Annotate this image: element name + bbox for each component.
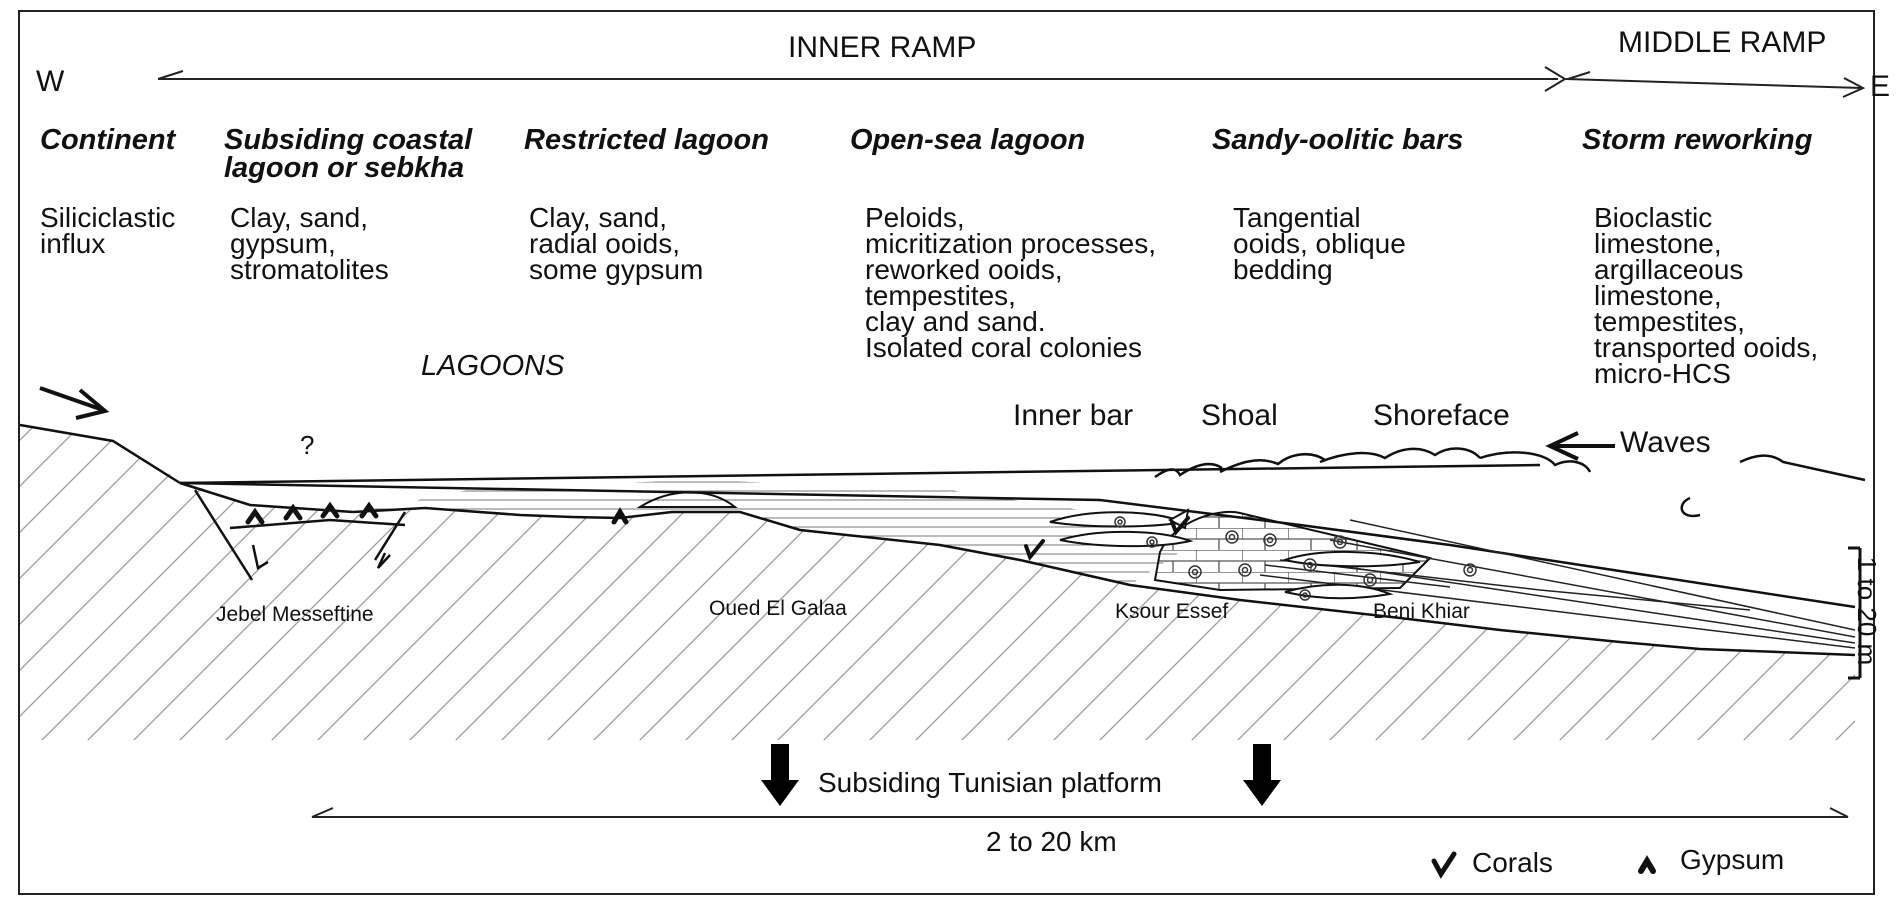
vertical-scale-label: 1 to 20 m bbox=[1852, 556, 1883, 666]
locality-beni-khiar: Beni Khiar bbox=[1373, 600, 1470, 623]
horizontal-scale-bar bbox=[311, 807, 1849, 818]
waves-label: Waves bbox=[1620, 426, 1711, 459]
middle-ramp-arrow bbox=[1565, 71, 1866, 98]
subsidence-arrows bbox=[761, 744, 1281, 806]
substrate-hatch bbox=[20, 425, 1855, 740]
zone-desc-restricted-lagoon: Clay, sand, radial ooids, some gypsum bbox=[529, 202, 704, 286]
inner-ramp-arrow bbox=[157, 66, 1567, 92]
zone-title-restricted-lagoon: Restricted lagoon bbox=[524, 124, 769, 156]
zone-desc-oolitic-bars: Tangential ooids, oblique bedding bbox=[1233, 202, 1406, 286]
locality-jebel-messeftine: Jebel Messeftine bbox=[216, 603, 374, 626]
shoreface-label: Shoreface bbox=[1373, 399, 1510, 432]
ooid-symbols bbox=[1114, 516, 1477, 601]
sebkha-basin bbox=[193, 489, 407, 581]
horizontal-scale-label: 2 to 20 km bbox=[986, 826, 1117, 857]
legend-coral-icon bbox=[1431, 851, 1457, 879]
locality-ksour-essef: Ksour Essef bbox=[1115, 600, 1229, 623]
vertical-scale-bar bbox=[1848, 546, 1862, 680]
inner-ramp-label: INNER RAMP bbox=[788, 31, 977, 64]
question-mark: ? bbox=[300, 430, 315, 460]
middle-ramp-label: MIDDLE RAMP bbox=[1618, 26, 1827, 59]
waves-arrow bbox=[1545, 431, 1615, 461]
zone-desc-open-sea-lagoon: Peloids, micritization processes, rework… bbox=[865, 202, 1156, 364]
zone-title-continent: Continent bbox=[40, 124, 176, 156]
zone-title-sebkha: Subsiding coastal lagoon or sebkha bbox=[224, 124, 473, 184]
lagoon-fill bbox=[353, 480, 1180, 585]
shoal-label: Shoal bbox=[1201, 399, 1278, 432]
zone-desc-sebkha: Clay, sand, gypsum, stromatolites bbox=[230, 202, 389, 286]
legend-corals-label: Corals bbox=[1472, 847, 1553, 878]
surface-lines bbox=[19, 423, 1866, 657]
zone-desc-storm-reworking: Bioclastic limestone, argillaceous limes… bbox=[1594, 202, 1819, 390]
west-label: W bbox=[36, 65, 65, 98]
locality-oued-el-galaa: Oued El Galaa bbox=[709, 597, 847, 620]
restricted-lagoon-lens bbox=[636, 491, 738, 508]
legend-gypsum-icon bbox=[1638, 855, 1656, 874]
east-label: E bbox=[1870, 70, 1891, 103]
gypsum-markers bbox=[245, 501, 629, 525]
platform-label: Subsiding Tunisian platform bbox=[818, 767, 1162, 798]
coral-markers bbox=[1024, 516, 1190, 562]
zone-title-oolitic-bars: Sandy-oolitic bars bbox=[1212, 124, 1464, 156]
storm-curl bbox=[1680, 496, 1701, 518]
influx-arrow bbox=[39, 386, 110, 420]
figure-frame bbox=[18, 10, 1875, 895]
zone-title-open-sea-lagoon: Open-sea lagoon bbox=[850, 124, 1086, 156]
lagoons-label: LAGOONS bbox=[421, 350, 565, 382]
inner-bar-label: Inner bar bbox=[1013, 399, 1134, 432]
legend-gypsum-label: Gypsum bbox=[1680, 844, 1785, 875]
zone-desc-continent: Siliciclastic influx bbox=[40, 202, 176, 260]
zone-title-storm-reworking: Storm reworking bbox=[1582, 124, 1813, 156]
